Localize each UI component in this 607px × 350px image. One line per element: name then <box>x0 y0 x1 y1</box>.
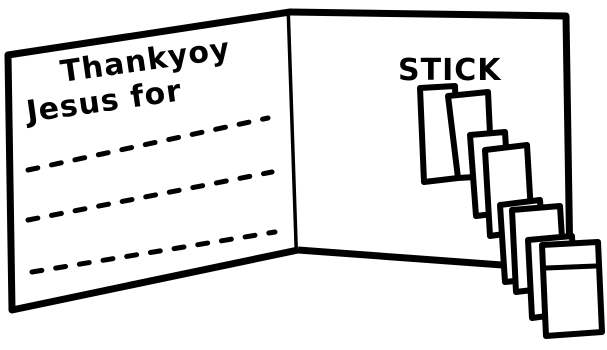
fold-panel-8 <box>542 242 602 336</box>
stick-label: STICK <box>398 53 502 88</box>
fold-tab-line <box>546 266 596 268</box>
